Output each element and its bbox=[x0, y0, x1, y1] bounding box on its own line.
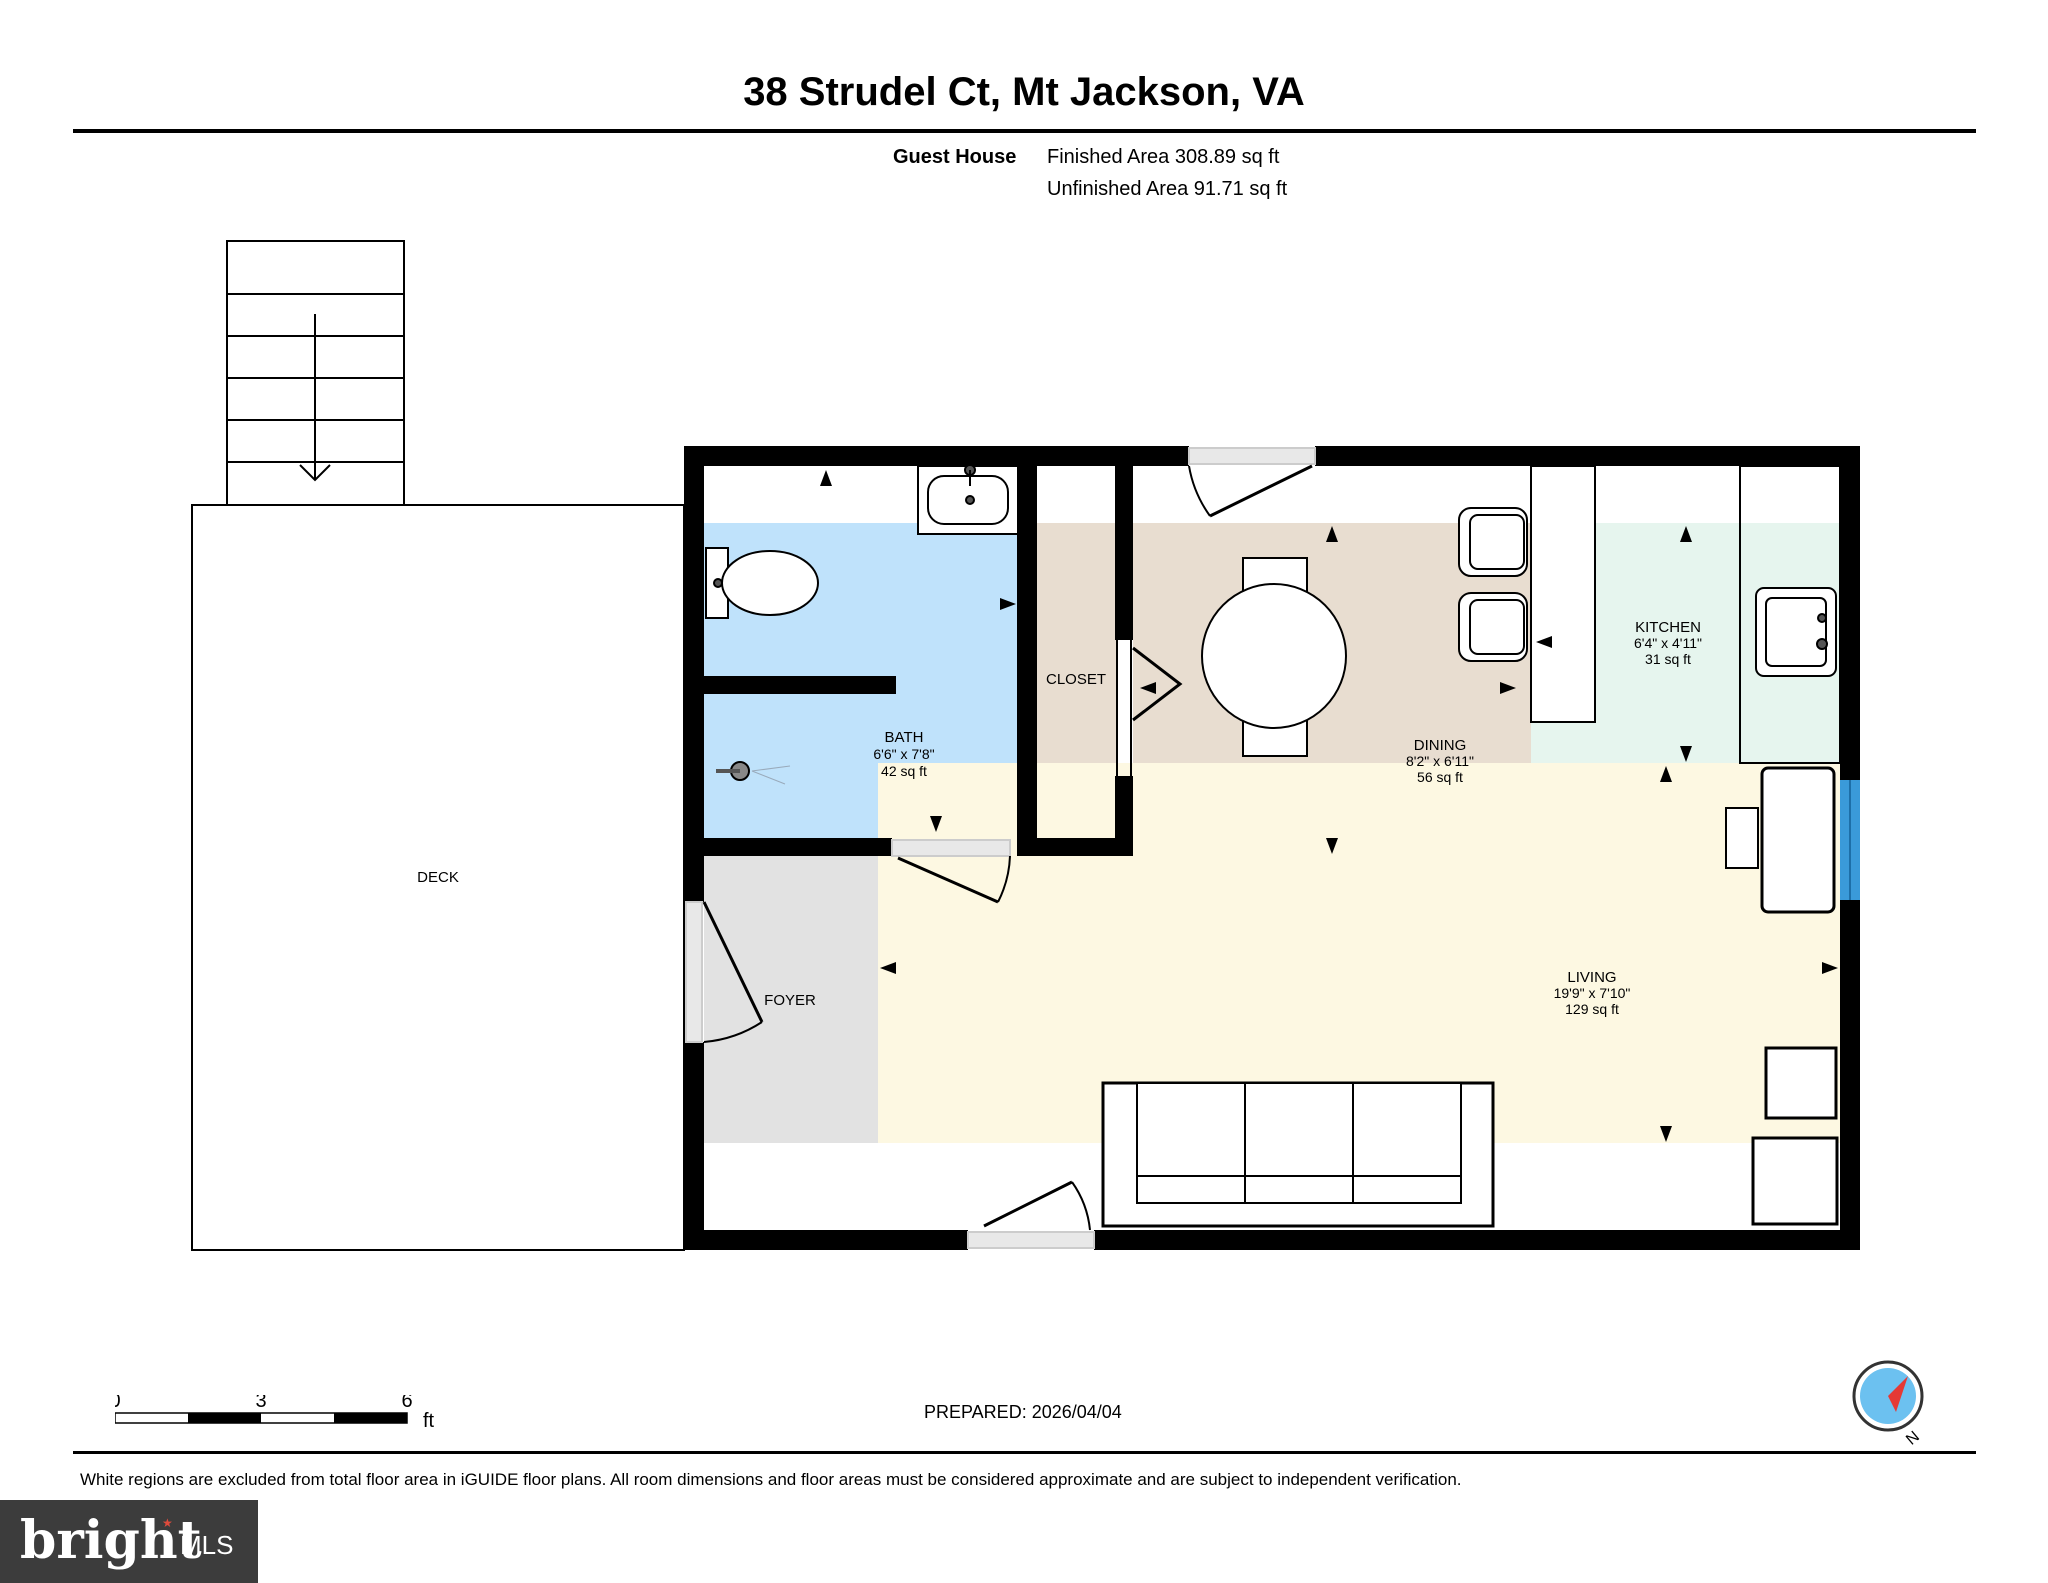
page-title: 38 Strudel Ct, Mt Jackson, VA bbox=[743, 70, 1305, 114]
room-arrows bbox=[820, 470, 1838, 1142]
scale-label-3: 3 bbox=[255, 1395, 266, 1412]
closet-label: CLOSET bbox=[1046, 671, 1106, 688]
prepared-date: PREPARED: 2026/04/04 bbox=[924, 1402, 1122, 1422]
logo-word: bright bbox=[20, 1510, 202, 1571]
living-dims: 19'9" x 7'10" bbox=[1554, 985, 1631, 1001]
bath-area: 42 sq ft bbox=[881, 763, 927, 779]
interior-walls bbox=[704, 462, 1133, 856]
dining-area: 56 sq ft bbox=[1417, 769, 1463, 785]
stairs bbox=[226, 240, 405, 506]
unfinished-area: Unfinished Area 91.71 sq ft bbox=[1047, 178, 1288, 200]
foyer-label: FOYER bbox=[764, 992, 816, 1009]
logo-star-icon: ★ bbox=[162, 1516, 173, 1530]
scale-unit: ft bbox=[423, 1410, 435, 1432]
deck-label: DECK bbox=[417, 869, 459, 886]
disclaimer-text: White regions are excluded from total fl… bbox=[80, 1470, 1462, 1489]
exterior-walls bbox=[684, 446, 1860, 1250]
living-label: LIVING bbox=[1567, 969, 1616, 986]
footer-rule bbox=[73, 1451, 1976, 1454]
finished-area: Finished Area 308.89 sq ft bbox=[1047, 146, 1280, 168]
scale-bar: 0 3 6 ft bbox=[115, 1395, 435, 1432]
bath-fixtures bbox=[705, 464, 1019, 785]
foyer-fill bbox=[704, 856, 878, 1143]
kitchen-dims: 6'4" x 4'11" bbox=[1634, 635, 1702, 651]
bath-dims: 6'6" x 7'8" bbox=[873, 746, 934, 762]
dining-label: DINING bbox=[1414, 737, 1467, 754]
building-name: Guest House bbox=[893, 146, 1017, 168]
living-area: 129 sq ft bbox=[1565, 1001, 1619, 1017]
kitchen-area: 31 sq ft bbox=[1645, 651, 1691, 667]
dining-dims: 8'2" x 6'11" bbox=[1406, 753, 1474, 769]
scale-label-0: 0 bbox=[115, 1395, 121, 1412]
bath-label: BATH bbox=[885, 729, 924, 746]
scale-label-6: 6 bbox=[401, 1395, 412, 1412]
living-furniture bbox=[1101, 766, 1839, 1228]
bright-mls-logo: bright ★ MLS bbox=[0, 1500, 258, 1583]
compass-icon: N bbox=[1852, 1360, 1924, 1448]
logo-suffix: MLS bbox=[180, 1530, 234, 1560]
kitchen-fixtures bbox=[1530, 465, 1841, 764]
kitchen-label: KITCHEN bbox=[1635, 619, 1701, 636]
dining-furniture bbox=[1201, 507, 1528, 757]
doors bbox=[685, 447, 1316, 1249]
header-rule bbox=[73, 129, 1976, 133]
compass-north: N bbox=[1903, 1428, 1923, 1448]
